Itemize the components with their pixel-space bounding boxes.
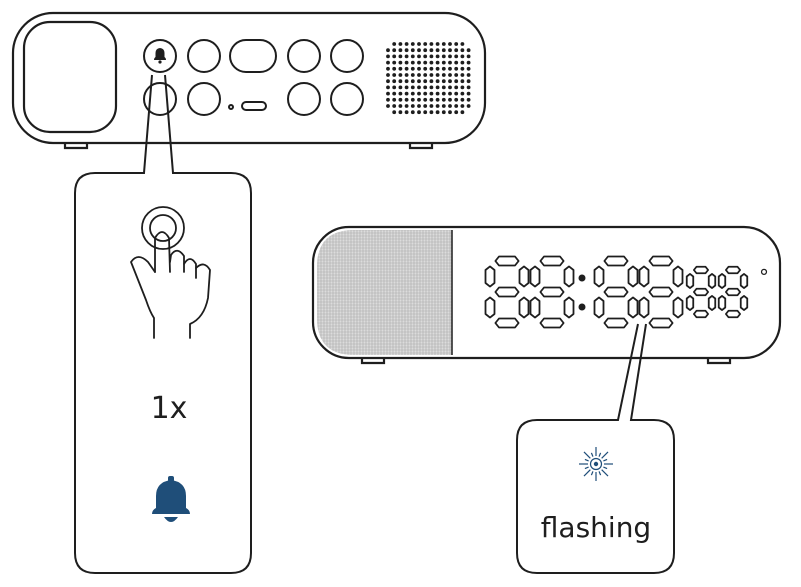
hand-press-icon <box>130 206 211 339</box>
panel-button-7[interactable] <box>187 82 221 116</box>
usb-port <box>241 101 267 111</box>
back-panel-pad <box>22 20 118 134</box>
reset-hole <box>228 104 234 110</box>
back-panel-buttons <box>143 39 364 116</box>
flash-burst-icon <box>579 447 613 481</box>
front-speaker-grille <box>317 230 453 355</box>
panel-button-3[interactable] <box>229 39 277 73</box>
panel-button-2[interactable] <box>187 39 221 73</box>
back-speaker-grille <box>386 42 471 115</box>
device-back-panel <box>11 11 487 150</box>
bell-icon <box>152 476 190 522</box>
panel-button-5[interactable] <box>330 39 364 73</box>
alarm-button[interactable] <box>143 39 177 73</box>
panel-button-8[interactable] <box>287 82 321 116</box>
panel-button-4[interactable] <box>287 39 321 73</box>
degree-symbol: ° <box>759 265 769 289</box>
clock-display: ° <box>484 255 769 329</box>
state-label: flashing <box>541 511 651 544</box>
press-count-label: 1x <box>151 391 188 426</box>
callout-step1 <box>74 74 252 574</box>
callout-step2 <box>516 323 675 574</box>
alarm-button-bell-icon <box>154 48 166 64</box>
panel-button-6[interactable] <box>143 82 177 116</box>
panel-button-9[interactable] <box>330 82 364 116</box>
device-front <box>311 225 782 365</box>
